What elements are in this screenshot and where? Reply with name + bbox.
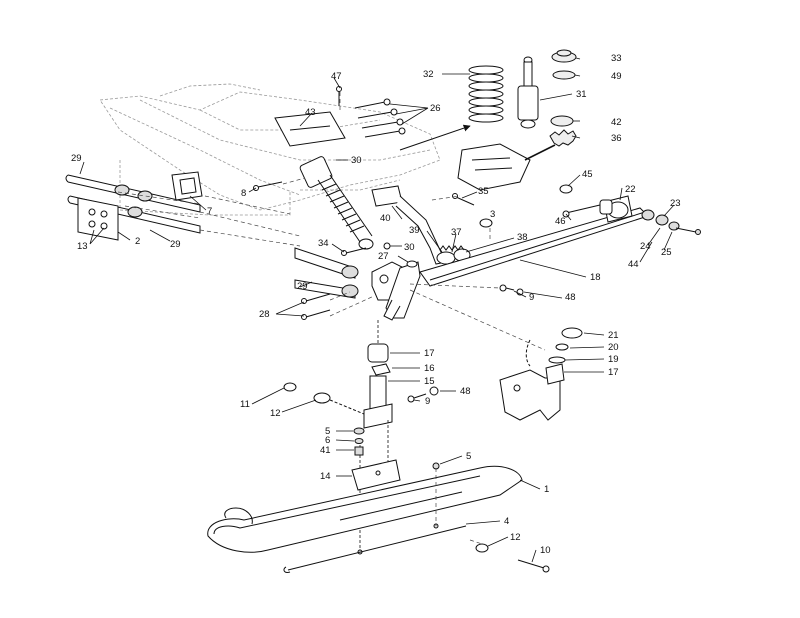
callout-23: 23 — [670, 198, 681, 209]
callout-18: 18 — [590, 272, 601, 283]
callout-37: 37 — [451, 227, 462, 238]
callout-29: 29 — [297, 281, 308, 292]
callout-4: 4 — [504, 516, 509, 527]
callout-10: 10 — [540, 545, 551, 556]
alignment-lines — [117, 92, 546, 545]
callout-1: 1 — [544, 484, 549, 495]
callout-33: 33 — [611, 53, 622, 64]
callout-2: 2 — [135, 236, 140, 247]
callout-49: 49 — [611, 71, 622, 82]
ski-leg-14 — [351, 459, 401, 491]
bolts-26 — [354, 98, 406, 138]
callout-28: 28 — [259, 309, 270, 320]
callout-8: 8 — [241, 188, 246, 199]
bolt-35 — [452, 193, 475, 206]
callout-3: 3 — [490, 209, 495, 220]
front-bracket-plate — [77, 197, 119, 241]
callout-30: 30 — [351, 155, 362, 166]
bushings-left — [114, 184, 153, 218]
callout-6: 6 — [325, 435, 330, 446]
ski-1 — [207, 462, 523, 555]
callout-9: 9 — [425, 396, 430, 407]
callout-13: 13 — [77, 241, 88, 252]
callout-48: 48 — [565, 292, 576, 303]
part-45-46 — [559, 184, 613, 218]
callout-35: 35 — [478, 186, 489, 197]
cap-3 — [479, 218, 493, 228]
callout-26: 26 — [430, 103, 441, 114]
callout-29: 29 — [71, 153, 82, 164]
callout-20: 20 — [608, 342, 619, 353]
callout-39: 39 — [409, 225, 420, 236]
callout-30: 30 — [404, 242, 415, 253]
callout-44: 44 — [628, 259, 639, 270]
callout-41: 41 — [320, 445, 331, 456]
steering-bracket-35 — [457, 143, 556, 191]
callout-25: 25 — [661, 247, 672, 258]
washers-5-6-41 — [353, 427, 365, 456]
callout-19: 19 — [608, 354, 619, 365]
callout-12: 12 — [510, 532, 521, 543]
bolts-28 — [301, 293, 331, 320]
bushings-23-24 — [641, 209, 701, 235]
direction-arrow — [399, 124, 471, 151]
spring-32 — [468, 65, 504, 123]
bolt-10-12 — [475, 543, 550, 573]
bolt-8 — [253, 181, 283, 191]
spindle-stack — [363, 343, 393, 429]
callout-45: 45 — [582, 169, 593, 180]
callout-34: 34 — [318, 238, 329, 249]
callout-47: 47 — [331, 71, 342, 82]
callout-21: 21 — [608, 330, 619, 341]
callout-11: 11 — [240, 399, 250, 410]
callout-48: 48 — [460, 386, 471, 397]
bolt-47 — [336, 86, 342, 106]
runner-4 — [283, 525, 467, 573]
callout-5: 5 — [466, 451, 471, 462]
callout-42: 42 — [611, 117, 622, 128]
callout-31: 31 — [576, 89, 587, 100]
callout-labels: 47 43 26 30 29 8 7 13 2 29 32 33 49 31 4… — [71, 53, 681, 556]
shock-31 — [517, 56, 539, 129]
callout-22: 22 — [625, 184, 636, 195]
callout-38: 38 — [517, 232, 528, 243]
callout-32: 32 — [423, 69, 434, 80]
callout-29: 29 — [170, 239, 181, 250]
callout-24: 24 — [640, 241, 651, 252]
bolt-34 — [341, 247, 367, 256]
callout-17: 17 — [424, 348, 435, 359]
callout-5: 5 — [325, 426, 330, 437]
spindle-knuckle — [371, 261, 421, 321]
callout-17: 17 — [608, 367, 619, 378]
upper-mount-bracket — [171, 171, 203, 201]
callout-15: 15 — [424, 376, 435, 387]
trailing-arm-lower — [294, 247, 359, 299]
spring-seats — [549, 49, 577, 147]
callout-12: 12 — [270, 408, 281, 419]
callout-9: 9 — [529, 292, 534, 303]
callout-27: 27 — [378, 251, 389, 262]
shock-absorber-left — [299, 156, 374, 250]
callout-16: 16 — [424, 363, 435, 374]
mount-bracket-43 — [274, 111, 346, 147]
callout-40: 40 — [380, 213, 391, 224]
callout-leaders — [79, 57, 675, 563]
callout-46: 46 — [555, 216, 566, 227]
callout-7: 7 — [207, 206, 212, 217]
chassis-frame-outline — [99, 83, 441, 216]
callout-14: 14 — [320, 471, 331, 482]
part-11-12 — [283, 382, 365, 415]
callout-43: 43 — [305, 107, 316, 118]
callout-36: 36 — [611, 133, 622, 144]
inset-spindle-top — [499, 327, 583, 421]
